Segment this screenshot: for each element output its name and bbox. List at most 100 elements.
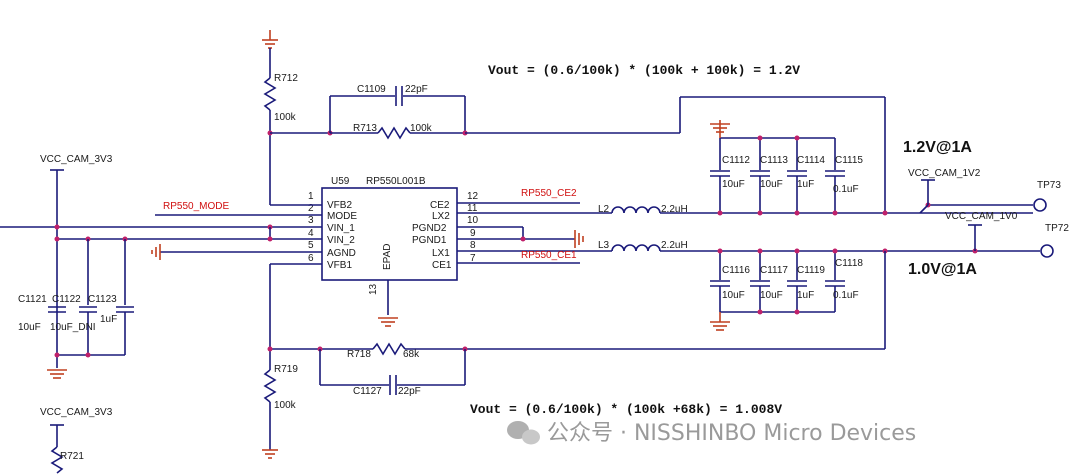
wechat-logo-icon bbox=[507, 421, 540, 445]
r713-ref: R713 bbox=[353, 123, 377, 134]
c1115-ref: C1115 bbox=[835, 155, 863, 166]
ground-symbol-epad bbox=[378, 317, 398, 327]
r713-value: 100k bbox=[410, 123, 433, 134]
resistor-r719 bbox=[263, 369, 277, 403]
svg-text:5: 5 bbox=[308, 240, 314, 251]
capacitor-c1127 bbox=[389, 375, 397, 395]
svg-text:12: 12 bbox=[467, 191, 479, 202]
c1115-value: 0.1uF bbox=[833, 184, 859, 195]
ground-symbol-agnd bbox=[151, 244, 161, 260]
watermark: 公众号 · NISSHINBO Micro Devices bbox=[507, 421, 916, 446]
input-capacitors bbox=[48, 306, 134, 313]
ground-symbol-top-r712 bbox=[262, 30, 278, 49]
chip-epad: EPAD bbox=[382, 244, 393, 271]
c1123-ref: C1123 bbox=[88, 294, 117, 305]
c1112-value: 10uF bbox=[722, 179, 745, 190]
svg-text:11: 11 bbox=[467, 203, 478, 214]
svg-text:VFB2: VFB2 bbox=[327, 200, 352, 211]
svg-text:LX2: LX2 bbox=[432, 211, 450, 222]
c1119-value: 1uF bbox=[797, 290, 814, 301]
net-vcc-cam-1v0: VCC_CAM_1V0 bbox=[945, 211, 1018, 222]
testpoint-tp72 bbox=[1040, 244, 1054, 258]
l2-ref: L2 bbox=[598, 204, 610, 215]
svg-text:2: 2 bbox=[308, 203, 314, 214]
bottom-capacitor-bank bbox=[710, 248, 845, 315]
ground-symbol-bottom-caps bbox=[710, 312, 730, 331]
c1113-ref: C1113 bbox=[760, 155, 788, 166]
svg-text:VIN_1: VIN_1 bbox=[327, 223, 355, 234]
rating-1v0: 1.0V@1A bbox=[908, 261, 977, 278]
c1112-ref: C1112 bbox=[722, 155, 750, 166]
c1127-value: 22pF bbox=[398, 386, 421, 397]
c1127-ref: C1127 bbox=[353, 386, 382, 397]
net-vcc-cam-3v3-bottom: VCC_CAM_3V3 bbox=[40, 407, 113, 418]
tp72-label: TP72 bbox=[1045, 223, 1069, 234]
r712-ref: R712 bbox=[274, 73, 298, 84]
c1123-value: 1uF bbox=[100, 314, 117, 325]
resistor-r718 bbox=[372, 342, 406, 356]
r721-ref: R721 bbox=[60, 451, 84, 462]
c1114-ref: C1114 bbox=[797, 155, 825, 166]
svg-text:7: 7 bbox=[470, 253, 476, 264]
svg-text:CE2: CE2 bbox=[430, 200, 450, 211]
r719-ref: R719 bbox=[274, 364, 298, 375]
chip-ref: U59 bbox=[331, 176, 350, 187]
c1116-value: 10uF bbox=[722, 290, 745, 301]
testpoint-tp73 bbox=[1033, 198, 1047, 212]
svg-text:AGND: AGND bbox=[327, 248, 356, 259]
r718-ref: R718 bbox=[347, 349, 371, 360]
svg-text:9: 9 bbox=[470, 228, 476, 239]
svg-text:LX1: LX1 bbox=[432, 248, 450, 259]
l3-value: 2.2uH bbox=[661, 240, 688, 251]
rating-1v2: 1.2V@1A bbox=[903, 139, 972, 156]
l2-value: 2.2uH bbox=[661, 204, 688, 215]
resistor-r713 bbox=[377, 126, 411, 140]
chip-epad-pin: 13 bbox=[368, 283, 379, 295]
equation-1v0: Vout = (0.6/100k) * (100k +68k) = 1.008V bbox=[470, 402, 782, 417]
svg-text:4: 4 bbox=[308, 228, 314, 239]
svg-text:6: 6 bbox=[308, 253, 314, 264]
svg-text:3: 3 bbox=[308, 215, 314, 226]
ground-symbol-pgnd bbox=[574, 230, 584, 248]
ground-symbol-bottom-r719 bbox=[262, 449, 278, 459]
svg-text:8: 8 bbox=[470, 240, 476, 251]
chip-part: RP550L001B bbox=[366, 176, 426, 187]
net-vcc-cam-1v2: VCC_CAM_1V2 bbox=[908, 168, 981, 179]
top-capacitor-bank bbox=[710, 135, 845, 216]
c1113-value: 10uF bbox=[760, 179, 783, 190]
chip-right-pins: 12 CE2 11 LX2 10 PGND2 9 PGND1 8 LX1 7 C… bbox=[412, 191, 479, 271]
resistor-r712 bbox=[263, 77, 277, 111]
c1116-ref: C1116 bbox=[722, 265, 750, 276]
svg-text:1: 1 bbox=[308, 191, 314, 202]
c1121-ref: C1121 bbox=[18, 294, 47, 305]
svg-text:VFB1: VFB1 bbox=[327, 260, 352, 271]
svg-text:PGND1: PGND1 bbox=[412, 235, 447, 246]
c1109-value: 22pF bbox=[405, 84, 428, 95]
net-rp550-ce1: RP550_CE1 bbox=[521, 250, 577, 261]
c1122-value: 10uF_DNI bbox=[50, 322, 96, 333]
svg-text:MODE: MODE bbox=[327, 211, 357, 222]
chip-u59 bbox=[321, 187, 458, 281]
c1117-ref: C1117 bbox=[760, 265, 788, 276]
chip-left-pins: 1 VFB2 2 MODE 3 VIN_1 4 VIN_2 5 AGND 6 V… bbox=[308, 191, 357, 271]
svg-text:10: 10 bbox=[467, 215, 479, 226]
c1119-ref: C1119 bbox=[797, 265, 825, 276]
capacitor-c1109 bbox=[395, 86, 403, 106]
inductor-l3 bbox=[611, 244, 661, 252]
resistor-r721 bbox=[50, 446, 64, 474]
ground-symbol-input-caps bbox=[47, 369, 67, 379]
svg-text:VIN_2: VIN_2 bbox=[327, 235, 355, 246]
svg-text:CE1: CE1 bbox=[432, 260, 452, 271]
c1118-value: 0.1uF bbox=[833, 290, 859, 301]
c1117-value: 10uF bbox=[760, 290, 783, 301]
c1121-value: 10uF bbox=[18, 322, 41, 333]
c1122-ref: C1122 bbox=[52, 294, 81, 305]
ground-symbol-top-caps bbox=[710, 120, 730, 138]
r718-value: 68k bbox=[403, 349, 420, 360]
c1109-ref: C1109 bbox=[357, 84, 386, 95]
l3-ref: L3 bbox=[598, 240, 610, 251]
r712-value: 100k bbox=[274, 112, 297, 123]
c1114-value: 1uF bbox=[797, 179, 814, 190]
net-vcc-cam-3v3-top: VCC_CAM_3V3 bbox=[40, 154, 113, 165]
